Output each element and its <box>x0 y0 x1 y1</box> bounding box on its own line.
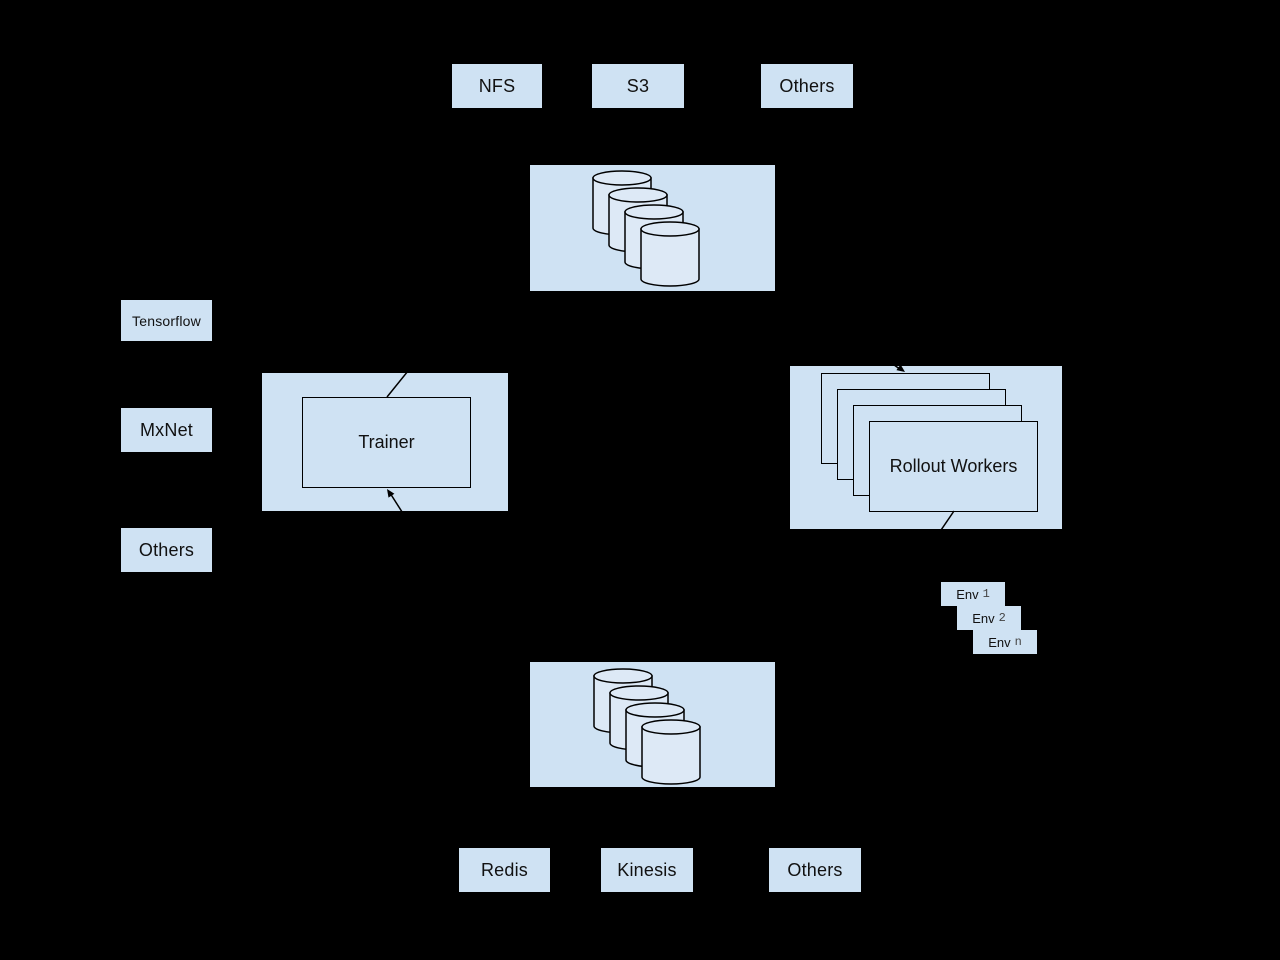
rollout-node: Rollout Workers <box>869 421 1038 512</box>
trainer-label: Trainer <box>358 432 415 452</box>
env-1-num: 1 <box>982 587 990 601</box>
node-tensorflow: Tensorflow <box>121 300 212 341</box>
database-cylinders-icon <box>593 668 701 785</box>
node-others-bottom: Others <box>769 848 861 892</box>
node-s3: S3 <box>592 64 684 108</box>
bottom-storage-panel <box>530 662 775 787</box>
env-n-num: n <box>1014 635 1022 649</box>
database-cylinders-icon <box>592 170 700 287</box>
node-redis: Redis <box>459 848 550 892</box>
trainer-panel: Trainer <box>262 373 508 511</box>
node-env-1: Env 1 <box>941 582 1005 606</box>
node-others-left: Others <box>121 528 212 572</box>
node-env-2: Env 2 <box>957 606 1021 630</box>
env-2-prefix: Env <box>972 610 995 626</box>
node-others-top: Others <box>761 64 853 108</box>
top-storage-panel <box>530 165 775 291</box>
node-nfs: NFS <box>452 64 542 108</box>
rollout-panel: Rollout Workers <box>790 366 1062 529</box>
node-kinesis: Kinesis <box>601 848 693 892</box>
env-n-prefix: Env <box>988 634 1011 650</box>
node-mxnet: MxNet <box>121 408 212 452</box>
trainer-node: Trainer <box>302 397 471 488</box>
env-2-num: 2 <box>998 611 1006 625</box>
env-1-prefix: Env <box>956 586 979 602</box>
node-env-n: Env n <box>973 630 1037 654</box>
rollout-label: Rollout Workers <box>889 456 1018 476</box>
